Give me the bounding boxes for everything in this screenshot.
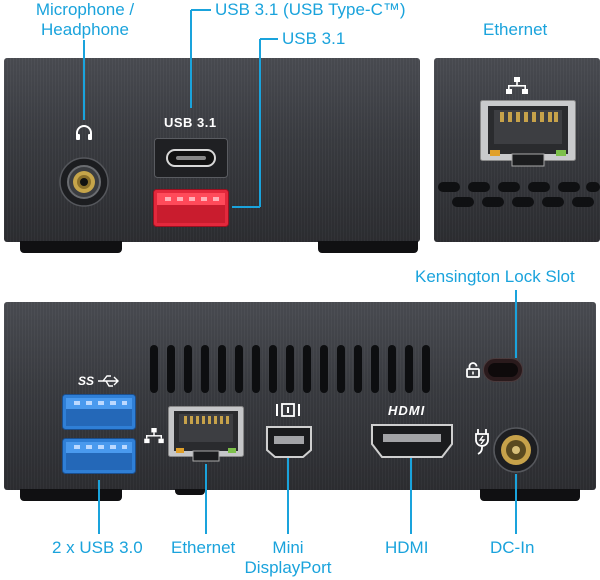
callout-ethernet-bottom: Ethernet <box>171 538 236 557</box>
callout-usb31: USB 3.1 <box>282 29 346 48</box>
callout-ethernet-top: Ethernet <box>483 20 548 39</box>
front-panel-foot-left <box>20 241 122 253</box>
callout-microphone-line2: Headphone <box>41 20 129 39</box>
callout-kensington: Kensington Lock Slot <box>415 267 575 286</box>
callout-microphone-line1: Microphone / <box>35 0 135 19</box>
rear-panel-foot-left <box>20 489 122 501</box>
svg-text:HDMI: HDMI <box>388 403 425 417</box>
rear-panel-foot-center <box>175 489 205 495</box>
usb31-port-label: USB 3.1 <box>164 115 217 130</box>
callout-mini-dp-line2: DisplayPort <box>244 558 332 577</box>
displayport-icon <box>276 403 300 417</box>
ethernet-port[interactable] <box>168 406 244 464</box>
hdmi-port[interactable] <box>371 424 453 458</box>
hdmi-logo-icon: HDMI <box>388 403 425 417</box>
power-plug-icon <box>475 429 489 455</box>
front-panel-foot-right <box>318 241 418 253</box>
network-icon <box>506 77 528 94</box>
callout-usb-type-c: USB 3.1 (USB Type-C™) <box>215 0 406 19</box>
audio-jack[interactable] <box>58 156 110 208</box>
rear-vents <box>150 345 430 393</box>
svg-text:SS: SS <box>78 374 94 388</box>
callout-hdmi: HDMI <box>385 538 429 557</box>
usb-type-c-port[interactable] <box>154 138 228 178</box>
callout-usb30: 2 x USB 3.0 <box>52 538 143 557</box>
superspeed-usb-icon: SS <box>78 374 119 388</box>
lock-icon <box>466 362 480 378</box>
rear-panel-foot-right <box>480 489 580 501</box>
usb30-port-1[interactable] <box>62 394 136 430</box>
callout-mini-dp-line1: Mini <box>272 538 304 557</box>
callout-dc-in: DC-In <box>490 538 535 557</box>
mini-displayport-port[interactable] <box>266 426 312 458</box>
headphone-icon <box>76 125 92 140</box>
kensington-lock-slot[interactable] <box>483 358 523 382</box>
usb31-red-port[interactable] <box>153 189 229 227</box>
ethernet-port-large[interactable] <box>480 100 576 168</box>
network-icon-rear <box>144 428 164 444</box>
ethernet-panel-vents <box>438 182 600 207</box>
dc-in-jack[interactable] <box>492 426 540 474</box>
usb30-port-2[interactable] <box>62 438 136 474</box>
